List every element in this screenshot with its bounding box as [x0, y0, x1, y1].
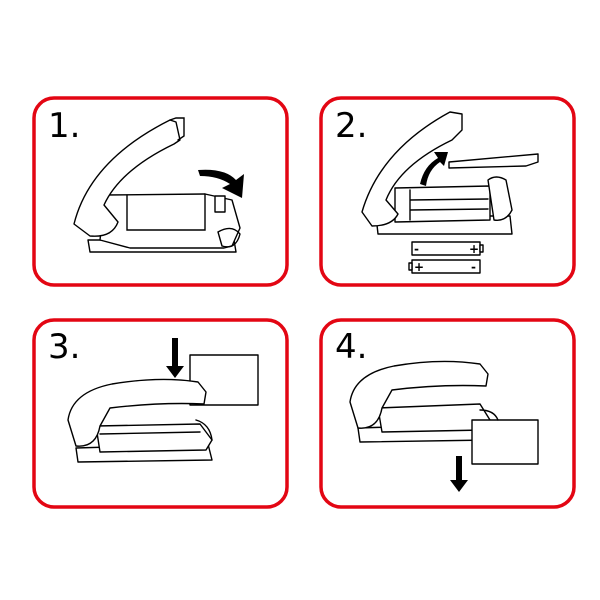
- battery-positive-sign: +: [414, 260, 424, 274]
- sealer-closed-with-bag-illustration: [349, 360, 539, 465]
- step-number: 2.: [335, 106, 367, 146]
- battery-1: - +: [411, 241, 484, 256]
- step-3-panel: 3.: [32, 318, 289, 509]
- step-number: 3.: [48, 327, 80, 367]
- step-4-panel: 4.: [319, 318, 576, 509]
- battery-positive-sign: +: [469, 242, 479, 256]
- arrow-down-icon: [166, 338, 184, 378]
- arrow-down-icon: [450, 456, 468, 492]
- battery-negative-sign: -: [471, 260, 476, 274]
- step-number: 4.: [335, 327, 367, 367]
- step-1-panel: 1.: [32, 96, 289, 287]
- step-number: 1.: [48, 106, 80, 146]
- step-2-panel: 2. - + + -: [319, 96, 576, 287]
- battery-negative-sign: -: [414, 242, 419, 256]
- battery-2: + -: [408, 259, 481, 274]
- curved-arrow-icon: [420, 152, 448, 186]
- sealer-closed-illustration: [67, 354, 259, 463]
- sealer-open-illustration: [73, 117, 241, 253]
- sealer-open-battery-cover-illustration: [361, 111, 539, 235]
- curved-arrow-icon: [198, 169, 244, 198]
